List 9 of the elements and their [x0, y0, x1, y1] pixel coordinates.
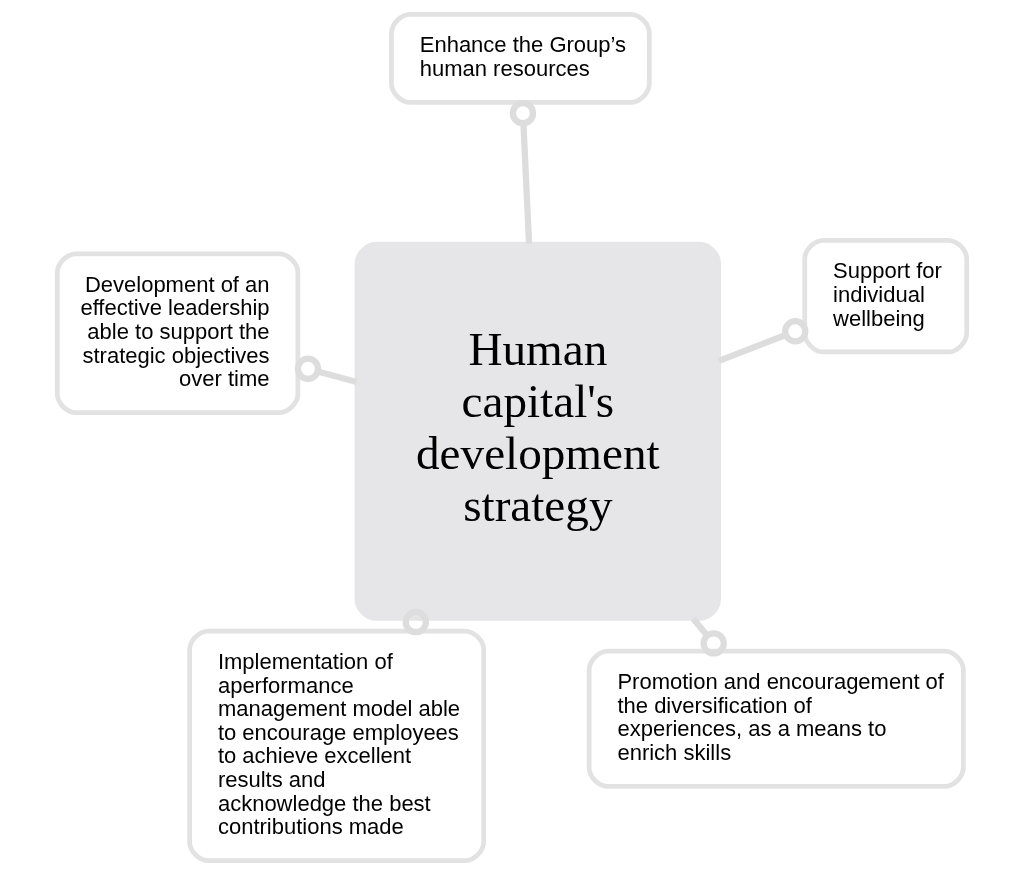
- connector: [717, 318, 809, 364]
- connector: [690, 616, 727, 657]
- node-box: Development of an effective leadership able to support the strategic objectives over time: [54, 251, 301, 415]
- node-box: Enhance the Group’s human resources: [389, 12, 652, 105]
- connector: [402, 608, 429, 636]
- node-box: Support for individual wellbeing: [802, 237, 970, 355]
- node-box: Promotion and encouragement of the diversification of experiences, as a means to enrich skills: [586, 648, 966, 789]
- connector: [294, 355, 358, 385]
- node-box: Implementation of aperformance management model able to encourage employees to achieve excellent results and acknowledge the best contributions made: [187, 628, 487, 863]
